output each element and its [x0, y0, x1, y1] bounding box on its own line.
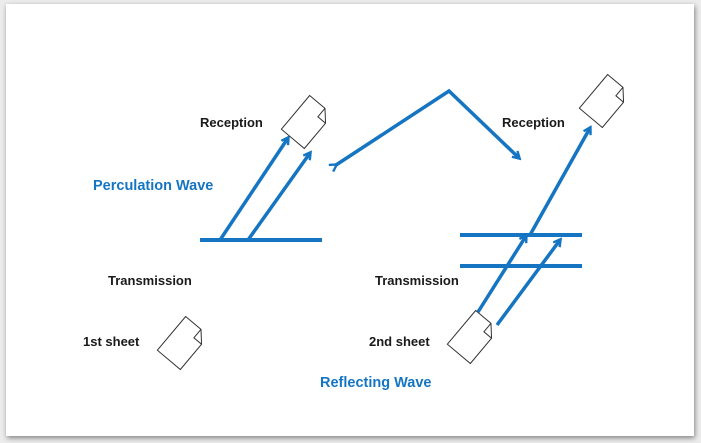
reception-right-document-icon	[578, 73, 625, 129]
transmission-right-label: Transmission	[375, 273, 459, 288]
reception-left-label: Reception	[200, 115, 263, 130]
second-sheet-document-icon	[446, 309, 493, 365]
second-sheet-label: 2nd sheet	[369, 334, 430, 349]
first-sheet-document-icon	[156, 315, 203, 371]
center-double-arrow	[336, 88, 519, 165]
first-sheet-label: 1st sheet	[83, 334, 140, 349]
transmission-left-label: Transmission	[108, 273, 192, 288]
left-wave-arrow-1	[218, 138, 288, 241]
reflecting-wave-label: Reflecting Wave	[320, 375, 431, 391]
reception-right-label: Reception	[502, 115, 565, 130]
right-wave-arrow-2	[495, 240, 560, 327]
perculation-wave-label: Perculation Wave	[93, 178, 213, 194]
right-wave-arrow-1	[476, 236, 526, 313]
reception-left-document-icon	[280, 94, 327, 150]
left-wave-arrow-2	[246, 153, 310, 242]
diagram-panel	[6, 4, 694, 436]
right-reception-arrow	[528, 128, 590, 236]
